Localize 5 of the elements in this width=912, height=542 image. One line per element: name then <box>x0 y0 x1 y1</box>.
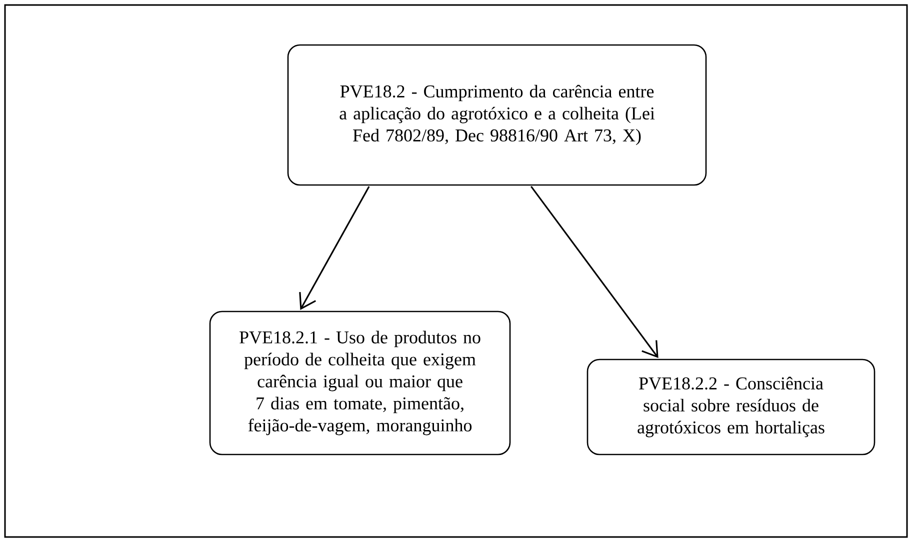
process-box: PVE18.2.2 - Consciência social sobre resíduos de agrotóxicos em hortaliças <box>586 358 876 456</box>
process-box: PVE18.2 - Cumprimento da carência entre a aplicação do agrotóxico e a colheita (Lei Fed 7802/89, Dec 98816/90 Art 73, X) <box>287 44 707 186</box>
arrow <box>299 186 370 310</box>
process-box: PVE18.2.1 - Uso de produtos no período de colheita que exigem carência igual ou maior que 7 dias em tomate, pimentão, feijão-de-vagem, moranguinho <box>209 310 511 456</box>
arrow <box>530 186 658 358</box>
